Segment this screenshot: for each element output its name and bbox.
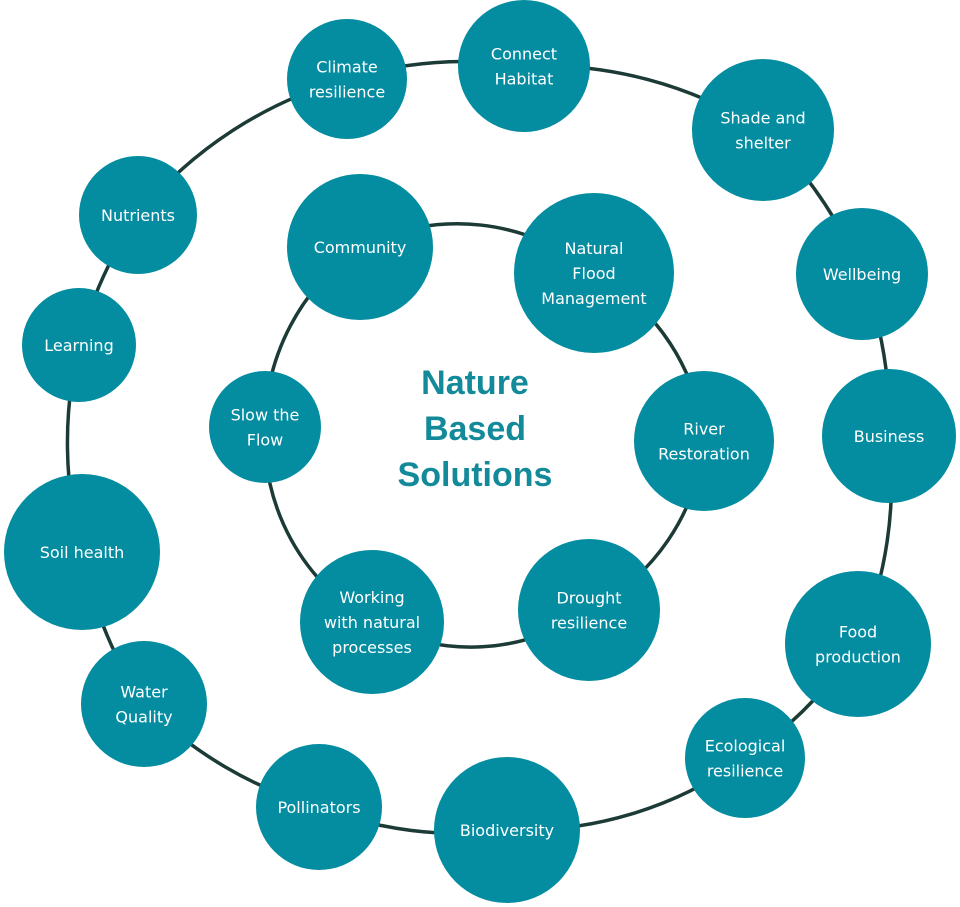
- node-learning: Learning: [22, 288, 136, 402]
- node-label: Climate: [316, 58, 378, 77]
- node-label: Restoration: [658, 445, 750, 464]
- node-community: Community: [287, 174, 433, 320]
- node-label: Learning: [44, 336, 113, 355]
- node-working-with-natural-processes: Working with natural processes: [300, 550, 444, 694]
- node-food-production: Food production: [785, 571, 931, 717]
- node-pollinators: Pollinators: [256, 744, 382, 870]
- node-label: Soil health: [40, 543, 125, 562]
- node-climate-resilience: Climate resilience: [287, 19, 407, 139]
- node-biodiversity: Biodiversity: [434, 757, 580, 903]
- node-circle: [4, 474, 160, 630]
- node-label: production: [815, 648, 901, 667]
- title-line: Nature: [421, 364, 529, 402]
- node-label: Business: [854, 427, 925, 446]
- node-label: Quality: [115, 708, 172, 727]
- node-label: Habitat: [495, 70, 554, 89]
- node-circle: [81, 641, 207, 767]
- node-circle: [256, 744, 382, 870]
- node-drought-resilience: Drought resilience: [518, 539, 660, 681]
- node-label: Wellbeing: [823, 265, 901, 284]
- node-label: Natural: [564, 239, 623, 258]
- node-label: Water: [120, 683, 168, 702]
- node-circle: [434, 757, 580, 903]
- node-label: Working: [339, 588, 404, 607]
- node-ecological-resilience: Ecological resilience: [685, 698, 805, 818]
- node-circle: [692, 59, 834, 201]
- node-circle: [518, 539, 660, 681]
- node-label: Pollinators: [277, 798, 360, 817]
- node-label: resilience: [707, 762, 783, 781]
- node-label: Flow: [247, 431, 284, 450]
- node-label: processes: [332, 638, 412, 657]
- node-circle: [209, 371, 321, 483]
- node-label: shelter: [735, 134, 791, 153]
- node-label: with natural: [324, 613, 420, 632]
- node-label: Connect: [491, 45, 557, 64]
- node-circle: [79, 156, 197, 274]
- node-circle: [785, 571, 931, 717]
- node-nutrients: Nutrients: [79, 156, 197, 274]
- node-label: Slow the: [231, 406, 300, 425]
- node-shade-and-shelter: Shade and shelter: [692, 59, 834, 201]
- title-line: Solutions: [398, 456, 553, 494]
- node-business: Business: [822, 369, 956, 503]
- title-line: Based: [424, 410, 526, 448]
- node-label: Shade and: [720, 109, 805, 128]
- node-label: Biodiversity: [460, 821, 554, 840]
- node-soil-health: Soil health: [4, 474, 160, 630]
- node-circle: [22, 288, 136, 402]
- node-label: Food: [839, 623, 877, 642]
- node-circle: [634, 371, 774, 511]
- node-circle: [458, 0, 590, 132]
- node-circle: [822, 369, 956, 503]
- node-circle: [514, 193, 674, 353]
- node-label: Nutrients: [101, 206, 175, 225]
- node-circle: [796, 208, 928, 340]
- node-circle: [287, 174, 433, 320]
- node-label: Drought: [556, 589, 621, 608]
- node-label: resilience: [309, 83, 385, 102]
- node-label: resilience: [551, 614, 627, 633]
- node-label: Flood: [572, 264, 615, 283]
- node-label: Ecological: [705, 737, 786, 756]
- nodes: Community NaturalFloodManagementRiverRest…: [4, 0, 956, 903]
- node-circle: [685, 698, 805, 818]
- node-label: Management: [541, 289, 646, 308]
- node-circle: [287, 19, 407, 139]
- node-wellbeing: Wellbeing: [796, 208, 928, 340]
- node-label: River: [683, 420, 725, 439]
- node-circle: [300, 550, 444, 694]
- node-label: Community: [314, 238, 407, 257]
